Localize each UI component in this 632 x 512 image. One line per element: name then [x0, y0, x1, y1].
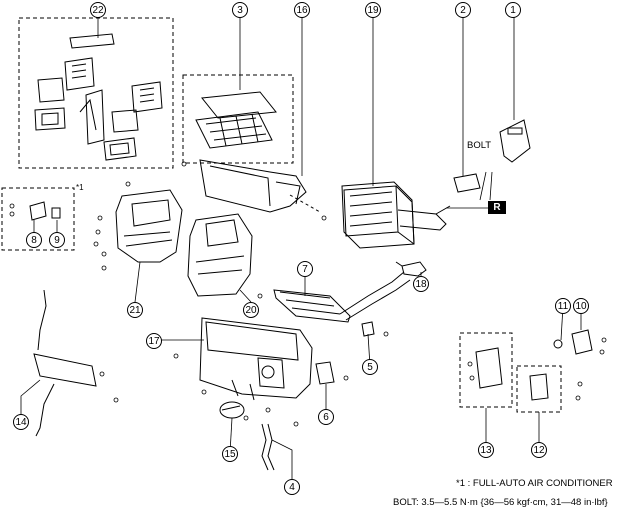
- callout-2: 2: [455, 2, 471, 18]
- group-box-3: [182, 74, 294, 164]
- group-box-22: [18, 17, 174, 169]
- actuator-6: [315, 361, 335, 385]
- callout-7: 7: [297, 261, 313, 277]
- filter-3: [195, 91, 277, 149]
- note-full-auto: *1 : FULL-AUTO AIR CONDITIONER: [456, 478, 613, 489]
- sensor-18: [395, 261, 427, 277]
- heater-core-7: [273, 271, 411, 323]
- drain-hose-4: [261, 423, 275, 471]
- callout-3: 3: [232, 2, 248, 18]
- callout-6: 6: [318, 409, 334, 425]
- callout-8: 8: [26, 232, 42, 248]
- callout-17: 17: [146, 333, 162, 349]
- callout-21: 21: [127, 302, 143, 318]
- callout-11: 11: [555, 298, 571, 314]
- callout-5: 5: [362, 359, 378, 375]
- bracket-2: [453, 173, 481, 193]
- leader-lines: [20, 16, 582, 486]
- part-11: [553, 339, 563, 349]
- callout-13: 13: [478, 442, 494, 458]
- part-12: [529, 373, 549, 401]
- part-9: [51, 207, 61, 219]
- callout-18: 18: [413, 276, 429, 292]
- callout-14: 14: [13, 414, 29, 430]
- callout-22: 22: [90, 2, 106, 18]
- callout-19: 19: [365, 2, 381, 18]
- servo-8: [29, 201, 47, 221]
- group-box-8-9: [1, 187, 75, 251]
- servo-10: [571, 329, 593, 355]
- note-bolt-torque: BOLT: 3.5—5.5 N·m {36—56 kgf·cm, 31—48 i…: [393, 497, 608, 508]
- main-case-17: [199, 317, 313, 401]
- bolt-label: BOLT: [467, 140, 492, 151]
- door-parts-22: [34, 33, 163, 161]
- upper-duct-16: [199, 159, 321, 213]
- motor-15: [219, 401, 245, 419]
- bolt-marks: [9, 161, 607, 427]
- group-box-13: [459, 332, 513, 408]
- lower-case-20: [187, 213, 253, 297]
- callout-1: 1: [505, 2, 521, 18]
- callout-20: 20: [243, 302, 259, 318]
- callout-16: 16: [294, 2, 310, 18]
- group-box-12: [516, 365, 562, 413]
- asterisk-marker: *1: [76, 183, 84, 192]
- lower-case-21: [115, 189, 183, 263]
- callout-4: 4: [284, 479, 300, 495]
- callout-12: 12: [531, 442, 547, 458]
- clip-5: [361, 321, 375, 337]
- callout-10: 10: [573, 298, 589, 314]
- aspirator-14: [33, 289, 97, 437]
- callout-15: 15: [222, 446, 238, 462]
- panel-1: [499, 119, 531, 163]
- r-badge: R: [488, 201, 506, 214]
- evaporator-19: [341, 181, 451, 249]
- part-13: [475, 347, 503, 389]
- callout-9: 9: [49, 232, 65, 248]
